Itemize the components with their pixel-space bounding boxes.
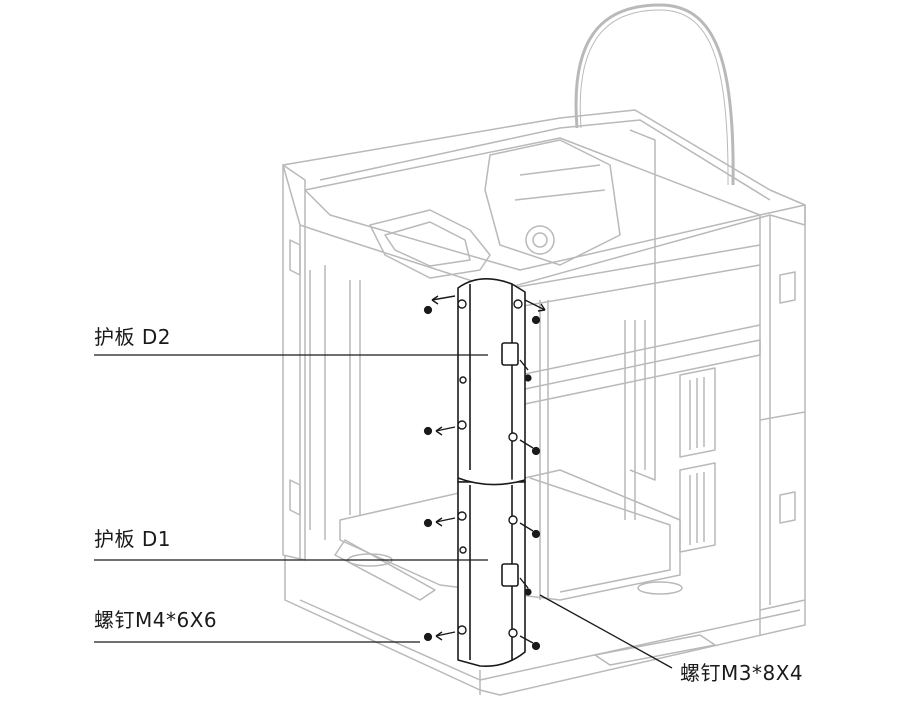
arrows	[431, 295, 546, 644]
screws	[423, 305, 541, 651]
screw-holes	[457, 299, 523, 638]
label-panel-d2: 护板 D2	[94, 325, 171, 349]
toolhead	[484, 139, 621, 266]
label-panel-d1: 护板 D1	[94, 527, 171, 551]
print-bed	[339, 469, 681, 601]
filament-tube	[574, 3, 735, 186]
label-screw-m3: 螺钉M3*8X4	[680, 661, 804, 685]
leader-lines	[94, 354, 673, 669]
leader-m3	[539, 594, 673, 669]
panel-d2	[457, 278, 526, 483]
panel-d1	[457, 481, 526, 668]
left-column	[282, 164, 306, 561]
printer-base	[284, 555, 806, 696]
right-column	[759, 204, 806, 611]
label-screw-m4: 螺钉M4*6X6	[94, 608, 218, 632]
